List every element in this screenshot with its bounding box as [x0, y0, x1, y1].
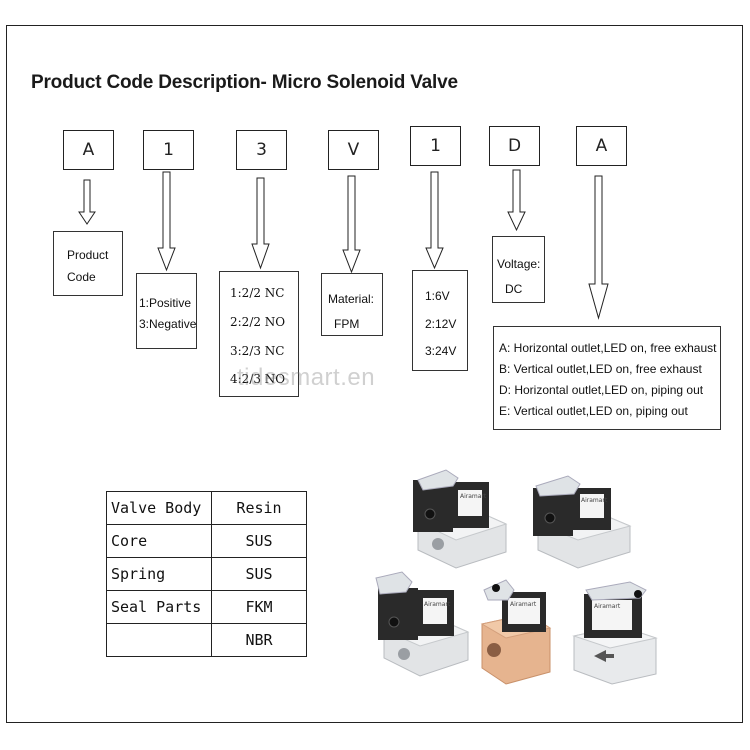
table-cell-value: Resin: [211, 491, 307, 525]
function-box: 1:2/2 NC 2:2/2 NO 3:2/3 NC 4:2/3 NO: [219, 271, 299, 397]
down-arrow-icon: [507, 169, 526, 232]
coil-label: Airamart: [594, 603, 621, 610]
code-box-1: A: [63, 130, 114, 170]
code-box-6: D: [489, 126, 540, 166]
table-cell-key: Spring: [106, 557, 212, 591]
desc-line: Product: [67, 248, 109, 262]
desc-line: 3:Negative: [139, 317, 197, 331]
desc-line: 2:2/2 NO: [230, 315, 286, 329]
coil-label: Airamart: [510, 601, 537, 608]
down-arrow-icon: [157, 171, 176, 272]
desc-line: DC: [505, 282, 523, 296]
coil-label: Airamart: [460, 493, 487, 500]
table-cell-value: SUS: [211, 557, 307, 591]
desc-line: FPM: [334, 317, 360, 331]
coil-label: Airamart: [581, 497, 608, 504]
table-cell-value: NBR: [211, 623, 307, 657]
down-arrow-icon: [588, 175, 609, 320]
table-cell-key: Valve Body: [106, 491, 212, 525]
voltage-type-box: Voltage: DC: [492, 236, 545, 303]
table-cell-value: FKM: [211, 590, 307, 624]
coil-label: Airamart: [424, 601, 451, 608]
page-frame: [6, 25, 743, 723]
desc-line: 1:Positive: [139, 296, 192, 310]
polarity-box: 1:Positive 3:Negative: [136, 273, 197, 349]
desc-line: 3:2/3 NC: [230, 344, 285, 358]
page-title: Product Code Description- Micro Solenoid…: [31, 72, 458, 93]
product-image-1: Airamart: [413, 469, 508, 569]
product-image-2: Airamart: [533, 475, 632, 569]
table-cell-value: SUS: [211, 524, 307, 558]
table-cell-key: Core: [106, 524, 212, 558]
desc-line: Voltage:: [497, 257, 541, 271]
code-box-2: 1: [143, 130, 194, 170]
voltage-options-box: 1:6V 2:12V 3:24V: [412, 270, 468, 371]
desc-line: Material:: [328, 292, 375, 306]
desc-line: 3:24V: [425, 344, 457, 358]
table-row: NBR: [106, 623, 307, 657]
table-row: Spring SUS: [106, 557, 307, 591]
code-box-5: 1: [410, 126, 461, 166]
desc-line: 4:2/3 NO: [230, 372, 286, 386]
product-image-5: Airamart: [572, 581, 658, 685]
down-arrow-icon: [78, 179, 96, 225]
table-row: Valve Body Resin: [106, 491, 307, 525]
table-row: Seal Parts FKM: [106, 590, 307, 624]
product-image-3: Airamart: [375, 571, 470, 677]
desc-line: 1:6V: [425, 289, 450, 303]
down-arrow-icon: [425, 171, 444, 270]
desc-line: 1:2/2 NC: [230, 286, 285, 300]
desc-line: Code: [67, 270, 96, 284]
down-arrow-icon: [251, 177, 270, 270]
code-box-4: V: [328, 130, 379, 170]
desc-line: B: Vertical outlet,LED on, free exhaust: [499, 362, 702, 376]
spec-table: Valve Body Resin Core SUS Spring SUS Sea…: [106, 491, 307, 657]
table-cell-key: [106, 623, 212, 657]
outlet-box: A: Horizontal outlet,LED on, free exhaus…: [493, 326, 721, 430]
product-code-box: Product Code: [53, 231, 123, 296]
desc-line: 2:12V: [425, 317, 457, 331]
desc-line: D: Horizontal outlet,LED on, piping out: [499, 383, 704, 397]
product-image-4: Airamart: [480, 579, 552, 685]
code-box-7: A: [576, 126, 627, 166]
table-cell-key: Seal Parts: [106, 590, 212, 624]
code-box-3: 3: [236, 130, 287, 170]
table-row: Core SUS: [106, 524, 307, 558]
down-arrow-icon: [342, 175, 361, 274]
desc-line: E: Vertical outlet,LED on, piping out: [499, 404, 688, 418]
material-box: Material: FPM: [321, 273, 383, 336]
watermark: tidesmart.en: [237, 364, 376, 391]
desc-line: A: Horizontal outlet,LED on, free exhaus…: [499, 341, 717, 355]
